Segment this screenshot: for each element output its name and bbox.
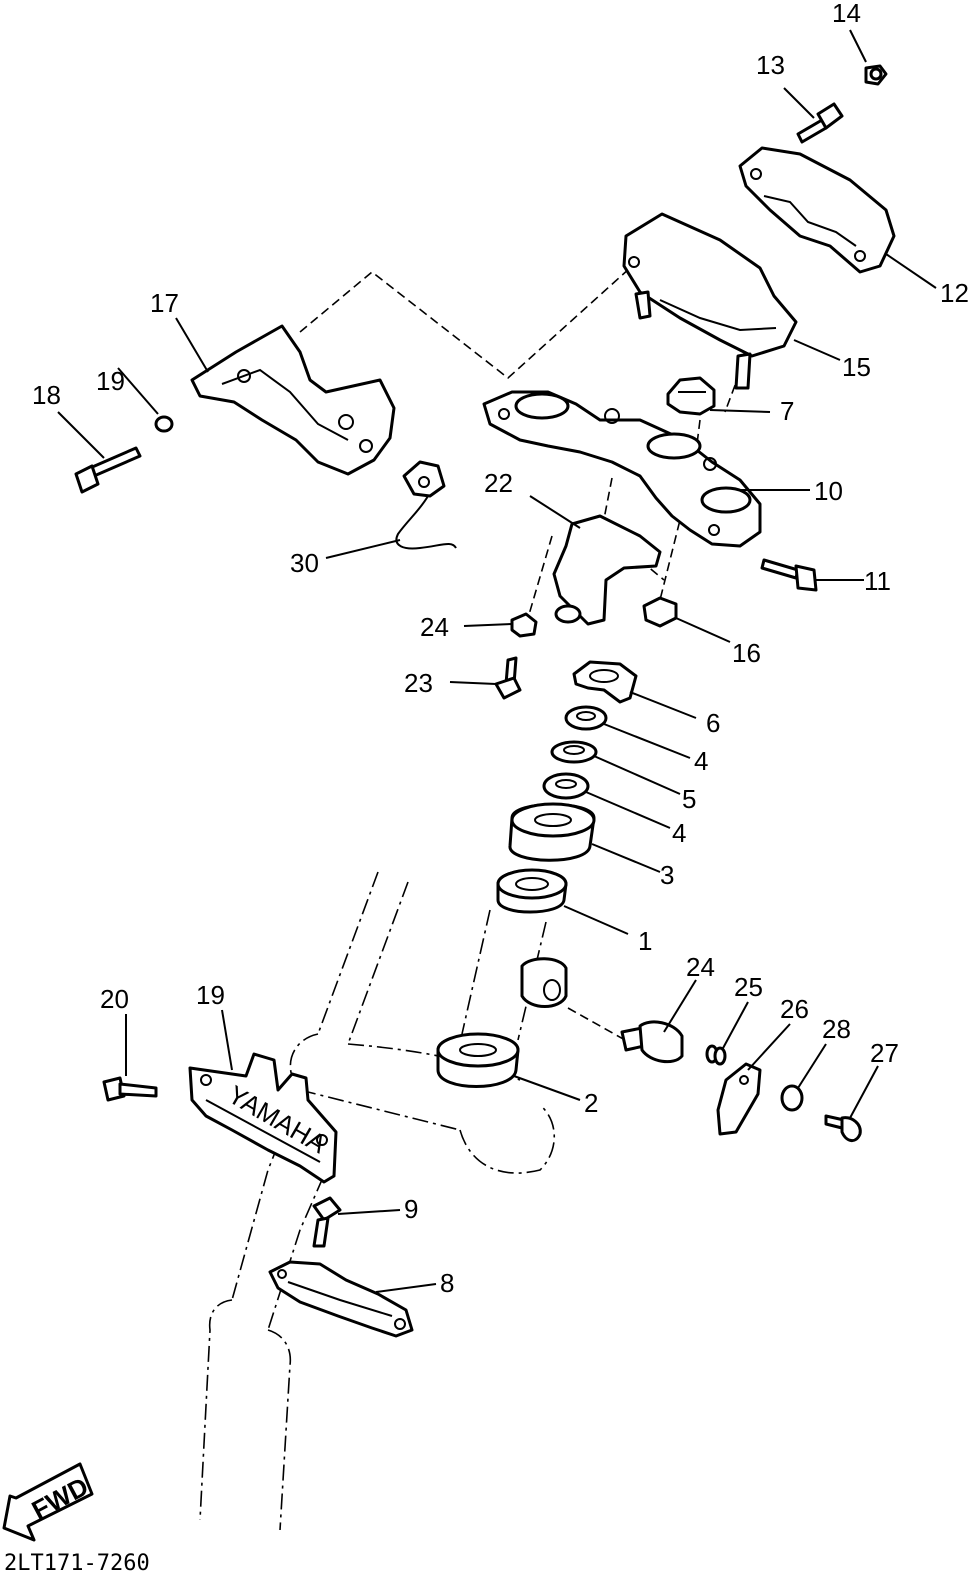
callout-3: 3 bbox=[660, 860, 674, 890]
callout-12: 12 bbox=[940, 278, 969, 308]
callout-19: 19 bbox=[96, 366, 125, 396]
callout-21: 20 bbox=[100, 984, 129, 1014]
part-6-washer bbox=[572, 660, 638, 704]
callout-24: 24 bbox=[420, 612, 449, 642]
callout-18: 18 bbox=[32, 380, 61, 410]
part-26-spring bbox=[705, 1044, 727, 1066]
part-7-nut bbox=[666, 376, 716, 416]
callout-15: 15 bbox=[842, 352, 871, 382]
callout-13: 13 bbox=[756, 50, 785, 80]
part-8-bracket bbox=[268, 1260, 414, 1338]
callout-1: 1 bbox=[638, 926, 652, 956]
callout-20: 19 bbox=[196, 980, 225, 1010]
callout-4b: 4 bbox=[672, 818, 686, 848]
callout-14: 14 bbox=[832, 0, 861, 28]
callout-6: 6 bbox=[706, 708, 720, 738]
part-4-ring-nut-lower bbox=[542, 772, 590, 800]
callout-23: 23 bbox=[404, 668, 433, 698]
part-2-bearing bbox=[436, 1032, 520, 1088]
part-17-bracket bbox=[190, 324, 396, 476]
part-13-bolt bbox=[796, 102, 844, 144]
part-9-bolt bbox=[312, 1196, 342, 1248]
part-30-clamp bbox=[395, 460, 457, 550]
callout-27: 26 bbox=[780, 994, 809, 1024]
callout-17: 17 bbox=[150, 288, 179, 318]
part-23-bolt bbox=[494, 656, 522, 700]
part-11-bolt bbox=[760, 558, 818, 592]
callout-labels: 14 13 12 15 17 19 18 7 10 22 30 11 24 16… bbox=[32, 0, 969, 1298]
callout-25: 24 bbox=[686, 952, 715, 982]
callout-29: 28 bbox=[822, 1014, 851, 1044]
part-4-ring-nut-upper bbox=[564, 705, 608, 731]
part-5-washer bbox=[550, 740, 598, 764]
fwd-arrow-icon: FWD bbox=[2, 1462, 94, 1542]
part-15-handle-holder bbox=[622, 212, 798, 390]
callout-4a: 4 bbox=[694, 746, 708, 776]
callout-26: 25 bbox=[734, 972, 763, 1002]
part-14-screw bbox=[864, 64, 888, 86]
callout-5: 5 bbox=[682, 784, 696, 814]
part-12-handle-holder bbox=[738, 146, 896, 274]
part-16-nut bbox=[642, 596, 678, 628]
callout-28: 27 bbox=[870, 1038, 899, 1068]
callout-9: 9 bbox=[404, 1194, 418, 1224]
callout-22: 22 bbox=[484, 468, 513, 498]
frame-outline bbox=[199, 871, 556, 1531]
callout-7: 7 bbox=[780, 396, 794, 426]
callout-30: 30 bbox=[290, 548, 319, 578]
callout-2: 2 bbox=[584, 1088, 598, 1118]
part-18-bolt bbox=[74, 446, 142, 494]
part-1-bearing bbox=[496, 868, 568, 914]
part-22-guide bbox=[552, 514, 662, 626]
drawing-code: 2LT171-7260 bbox=[4, 1551, 150, 1576]
steering-stem-collar bbox=[520, 957, 568, 1008]
part-25-switch bbox=[620, 1020, 684, 1064]
part-27-plate bbox=[716, 1062, 762, 1136]
callout-8: 8 bbox=[440, 1268, 454, 1298]
part-10-upper-bracket bbox=[482, 390, 762, 548]
part-3-cover bbox=[508, 802, 596, 862]
part-24-nut bbox=[510, 612, 538, 638]
callout-10: 10 bbox=[814, 476, 843, 506]
part-20-emblem-bracket: YAMAHA bbox=[188, 1052, 338, 1184]
leader-lines bbox=[57, 29, 937, 1293]
part-29-washer bbox=[780, 1084, 804, 1112]
part-21-bolt bbox=[102, 1076, 158, 1102]
callout-11: 11 bbox=[864, 566, 891, 596]
callout-16: 16 bbox=[732, 638, 761, 668]
part-19-washer bbox=[154, 415, 174, 433]
part-28-screw bbox=[824, 1114, 862, 1142]
